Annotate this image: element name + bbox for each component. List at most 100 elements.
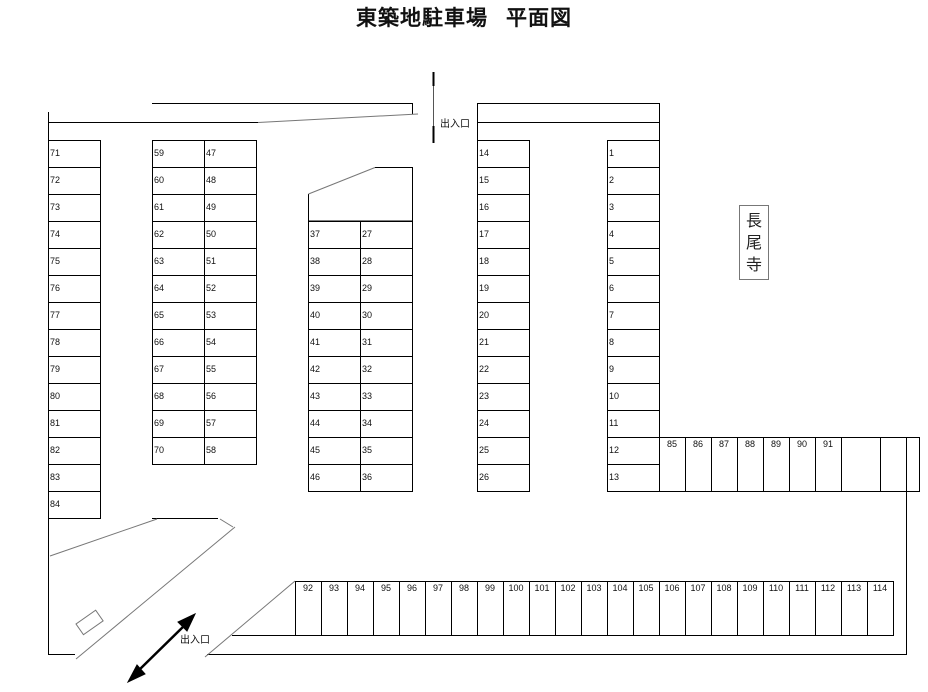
parking-space-number: 105 bbox=[638, 583, 654, 593]
parking-space bbox=[867, 581, 894, 636]
parking-space bbox=[477, 464, 530, 492]
parking-space bbox=[607, 221, 660, 249]
parking-space-number: 23 bbox=[479, 391, 490, 401]
parking-space-number: 114 bbox=[872, 583, 888, 593]
parking-space-number: 12 bbox=[609, 445, 620, 455]
parking-space bbox=[607, 329, 660, 357]
parking-space bbox=[607, 194, 660, 222]
nagaoji-temple-label: 長 尾 寺 bbox=[739, 205, 769, 280]
parking-space bbox=[607, 302, 660, 330]
title-main: 東築地駐車場 bbox=[356, 6, 488, 30]
parking-space-number: 102 bbox=[560, 583, 576, 593]
parking-space-number: 100 bbox=[508, 583, 524, 593]
parking-space-number: 70 bbox=[154, 445, 165, 455]
parking-space-number: 27 bbox=[362, 229, 373, 239]
parking-space-number: 66 bbox=[154, 337, 165, 347]
parking-space-number: 7 bbox=[609, 310, 615, 320]
parking-space-number: 81 bbox=[50, 418, 61, 428]
parking-space-number: 34 bbox=[362, 418, 373, 428]
parking-space-number: 96 bbox=[406, 583, 417, 593]
parking-space-number: 87 bbox=[718, 439, 729, 449]
parking-space bbox=[204, 437, 257, 465]
parking-space-number: 68 bbox=[154, 391, 165, 401]
parking-space-number: 88 bbox=[744, 439, 755, 449]
parking-space-number: 79 bbox=[50, 364, 61, 374]
parking-space-number: 93 bbox=[328, 583, 339, 593]
parking-space-number: 15 bbox=[479, 175, 490, 185]
parking-space-number: 89 bbox=[770, 439, 781, 449]
parking-space-number: 110 bbox=[768, 583, 784, 593]
parking-space-number: 29 bbox=[362, 283, 373, 293]
parking-space-number: 26 bbox=[479, 472, 490, 482]
parking-space-number: 65 bbox=[154, 310, 165, 320]
parking-space-number: 5 bbox=[609, 256, 615, 266]
parking-space-number: 35 bbox=[362, 445, 373, 455]
temple-char-2: 尾 bbox=[745, 232, 762, 252]
parking-space-number: 73 bbox=[50, 202, 61, 212]
parking-space-number: 22 bbox=[479, 364, 490, 374]
title-sub: 平面図 bbox=[506, 6, 572, 30]
parking-space-number: 14 bbox=[479, 148, 490, 158]
parking-space-number: 43 bbox=[310, 391, 321, 401]
parking-space-number: 50 bbox=[206, 229, 217, 239]
parking-space-number: 42 bbox=[310, 364, 321, 374]
parking-space-number: 18 bbox=[479, 256, 490, 266]
parking-space-number: 101 bbox=[534, 583, 550, 593]
parking-space-number: 80 bbox=[50, 391, 61, 401]
parking-space-number: 20 bbox=[479, 310, 490, 320]
page-title: 東築地駐車場平面図 bbox=[0, 2, 928, 32]
parking-space bbox=[360, 464, 413, 492]
parking-space-number: 113 bbox=[846, 583, 862, 593]
parking-space-number: 60 bbox=[154, 175, 165, 185]
parking-space-number: 49 bbox=[206, 202, 217, 212]
parking-space-number: 99 bbox=[484, 583, 495, 593]
parking-space-number: 91 bbox=[822, 439, 833, 449]
parking-space-number: 82 bbox=[50, 445, 61, 455]
parking-space-number: 76 bbox=[50, 283, 61, 293]
parking-space-number: 104 bbox=[612, 583, 628, 593]
parking-space-number: 63 bbox=[154, 256, 165, 266]
parking-space-number: 108 bbox=[716, 583, 732, 593]
parking-space-number: 61 bbox=[154, 202, 165, 212]
parking-space-number: 25 bbox=[479, 445, 490, 455]
parking-space-number: 52 bbox=[206, 283, 217, 293]
parking-space-number: 33 bbox=[362, 391, 373, 401]
parking-space-number: 9 bbox=[609, 364, 615, 374]
parking-space-number: 78 bbox=[50, 337, 61, 347]
parking-space-number: 106 bbox=[664, 583, 680, 593]
parking-space bbox=[607, 356, 660, 384]
parking-space-number: 53 bbox=[206, 310, 217, 320]
parking-space-number: 75 bbox=[50, 256, 61, 266]
parking-space-number: 86 bbox=[692, 439, 703, 449]
parking-space bbox=[607, 167, 660, 195]
parking-space-number: 90 bbox=[796, 439, 807, 449]
parking-space-number: 51 bbox=[206, 256, 217, 266]
parking-space-number: 32 bbox=[362, 364, 373, 374]
parking-space bbox=[880, 437, 920, 492]
parking-space-number: 112 bbox=[820, 583, 836, 593]
parking-space-number: 46 bbox=[310, 472, 321, 482]
top-entrance-arrow-icon bbox=[431, 68, 436, 144]
parking-space-number: 6 bbox=[609, 283, 615, 293]
parking-space-number: 38 bbox=[310, 256, 321, 266]
parking-space-number: 95 bbox=[380, 583, 391, 593]
parking-space-number: 97 bbox=[432, 583, 443, 593]
temple-char-3: 寺 bbox=[745, 254, 762, 274]
bottom-entrance-label: 出入口 bbox=[180, 635, 210, 646]
parking-space-number: 54 bbox=[206, 337, 217, 347]
parking-space-number: 13 bbox=[609, 472, 620, 482]
parking-space-number: 28 bbox=[362, 256, 373, 266]
parking-space-number: 107 bbox=[690, 583, 706, 593]
parking-space-number: 57 bbox=[206, 418, 217, 428]
parking-space-number: 109 bbox=[742, 583, 758, 593]
parking-space-number: 24 bbox=[479, 418, 490, 428]
parking-space-number: 40 bbox=[310, 310, 321, 320]
parking-space-number: 31 bbox=[362, 337, 373, 347]
parking-space-number: 98 bbox=[458, 583, 469, 593]
top-entrance-label: 出入口 bbox=[440, 119, 470, 130]
parking-space-number: 58 bbox=[206, 445, 217, 455]
parking-space-number: 16 bbox=[479, 202, 490, 212]
bottom-entrance-arrow-icon bbox=[127, 612, 197, 684]
parking-space-number: 2 bbox=[609, 175, 615, 185]
